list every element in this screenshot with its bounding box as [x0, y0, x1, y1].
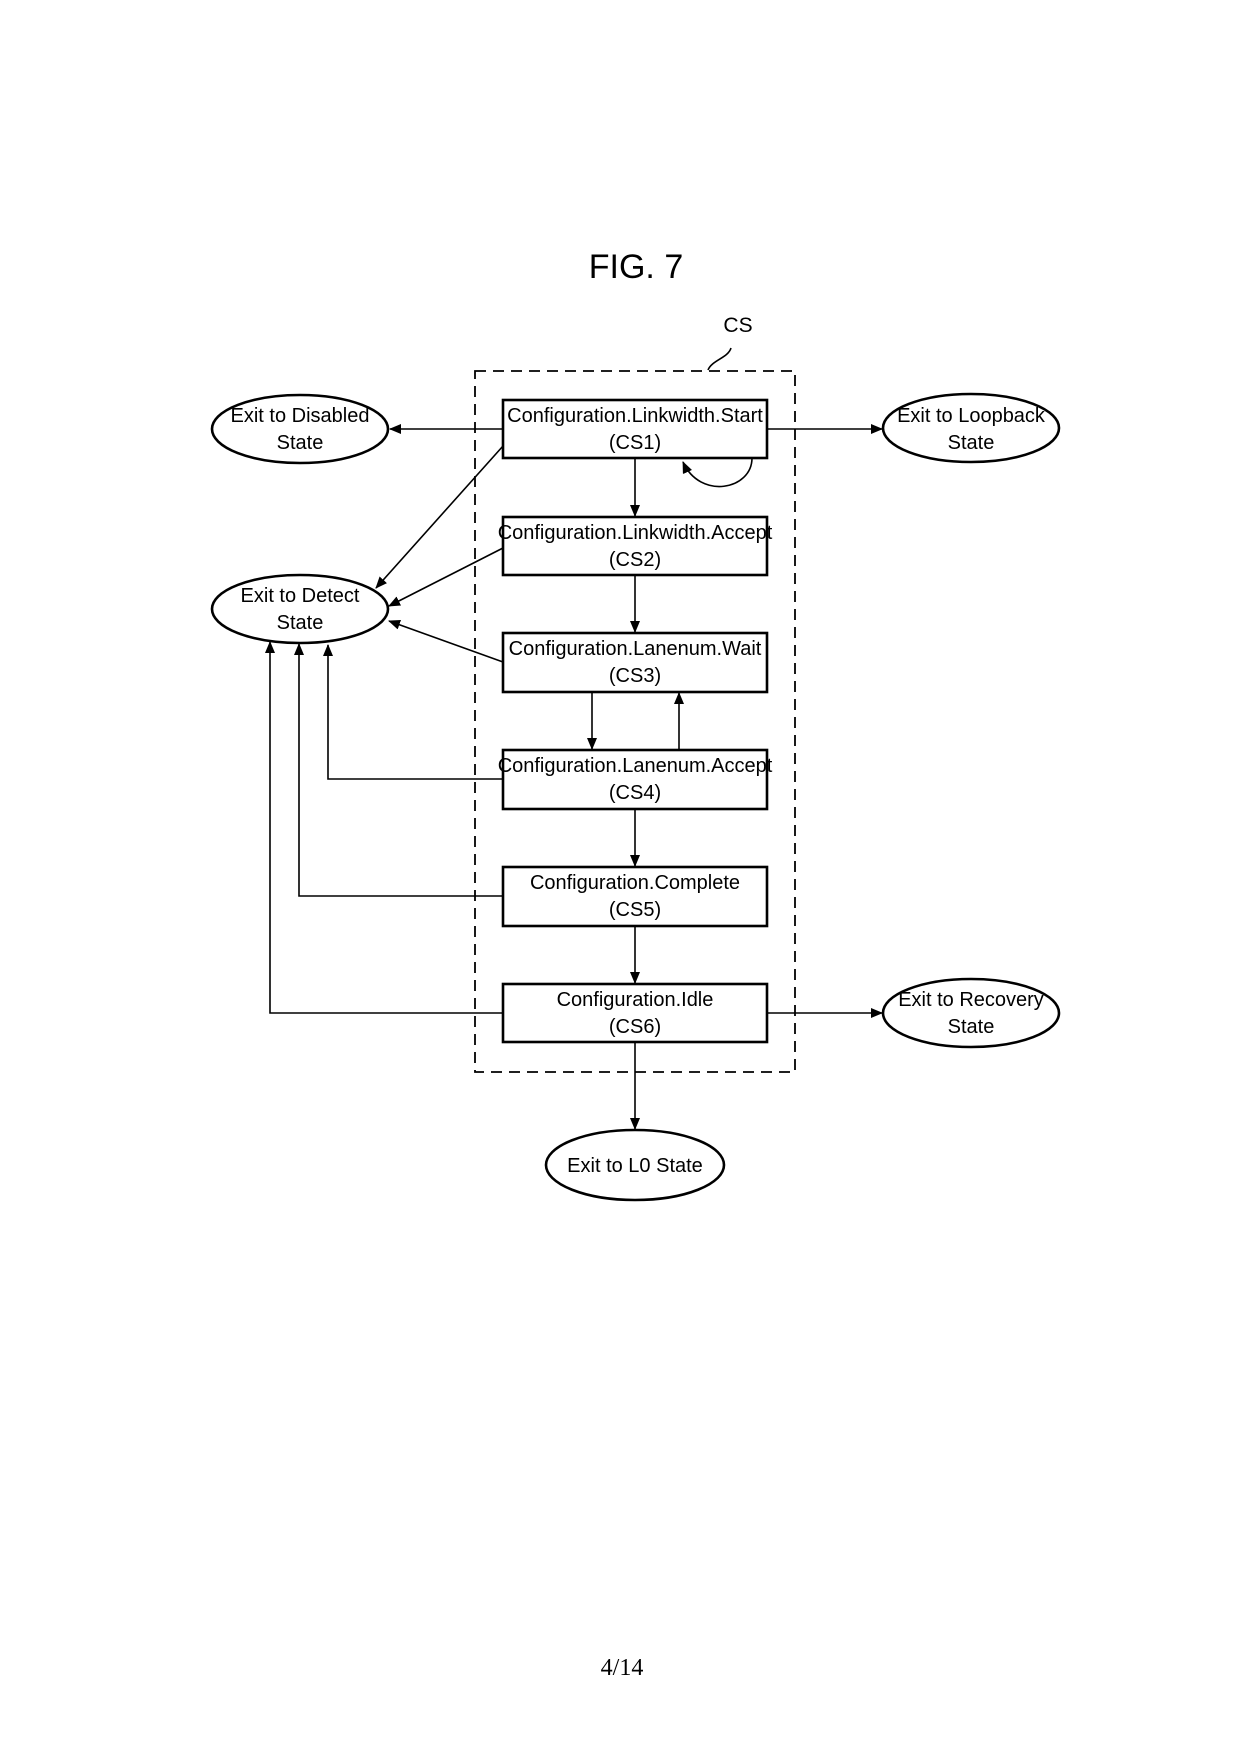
state-name: Configuration.Complete	[530, 872, 740, 894]
edge-cs1-self-loop	[682, 457, 753, 488]
exit-label-line2: State	[277, 432, 324, 454]
state-name: Configuration.Linkwidth.Accept	[498, 522, 773, 544]
state-code: (CS4)	[609, 782, 661, 804]
state-box	[501, 515, 769, 577]
exit-recovery: Exit to Recovery State	[881, 977, 1061, 1049]
exit-ellipse	[881, 392, 1061, 464]
state-cs6: Configuration.Idle (CS6)	[501, 982, 769, 1044]
state-box	[501, 982, 769, 1044]
exit-label-line1: Exit to Disabled	[231, 405, 370, 427]
exit-label-line2: State	[948, 1016, 995, 1038]
state-name: Configuration.Lanenum.Accept	[498, 755, 773, 777]
state-box	[501, 865, 769, 928]
state-code: (CS3)	[609, 665, 661, 687]
state-name: Configuration.Idle	[557, 989, 714, 1011]
edge-cs2-to-detect	[388, 547, 504, 607]
group-label: CS	[723, 314, 752, 337]
exit-ellipse	[544, 1128, 726, 1202]
state-cs2: Configuration.Linkwidth.Accept (CS2)	[498, 515, 773, 577]
state-cs1: Configuration.Linkwidth.Start (CS1)	[501, 398, 769, 460]
exit-ellipse	[210, 573, 390, 645]
state-code: (CS6)	[609, 1016, 661, 1038]
edge-cs5-to-detect	[294, 643, 503, 897]
exit-label-line2: State	[277, 612, 324, 634]
state-box	[501, 631, 769, 694]
edge-cs3-to-detect	[388, 620, 504, 663]
state-box	[501, 398, 769, 460]
exit-label-line1: Exit to Detect	[241, 585, 360, 607]
state-code: (CS2)	[609, 549, 661, 571]
exit-label-line1: Exit to Loopback	[897, 405, 1046, 427]
exit-ellipse	[881, 977, 1061, 1049]
exit-disabled: Exit to Disabled State	[210, 393, 390, 465]
state-cs3: Configuration.Lanenum.Wait (CS3)	[501, 631, 769, 694]
edge-cs1-to-detect	[375, 445, 504, 589]
page-number: 4/14	[601, 1655, 644, 1681]
state-code: (CS5)	[609, 899, 661, 921]
state-name: Configuration.Linkwidth.Start	[507, 405, 763, 427]
group-label-leader	[707, 347, 732, 371]
state-code: (CS1)	[609, 432, 661, 454]
state-cs4: Configuration.Lanenum.Accept (CS4)	[498, 748, 773, 811]
exit-l0: Exit to L0 State	[544, 1128, 726, 1202]
state-box	[501, 748, 769, 811]
exit-label-line1: Exit to L0 State	[567, 1155, 703, 1177]
state-cs5: Configuration.Complete (CS5)	[501, 865, 769, 928]
state-name: Configuration.Lanenum.Wait	[509, 638, 762, 660]
exit-label-line1: Exit to Recovery	[898, 989, 1044, 1011]
edge-cs6-to-detect	[265, 641, 503, 1014]
edge-cs4-to-detect	[323, 644, 503, 780]
exit-ellipse	[210, 393, 390, 465]
figure-title: FIG. 7	[589, 248, 683, 286]
exit-detect: Exit to Detect State	[210, 573, 390, 645]
exit-label-line2: State	[948, 432, 995, 454]
exit-loopback: Exit to Loopback State	[881, 392, 1061, 464]
